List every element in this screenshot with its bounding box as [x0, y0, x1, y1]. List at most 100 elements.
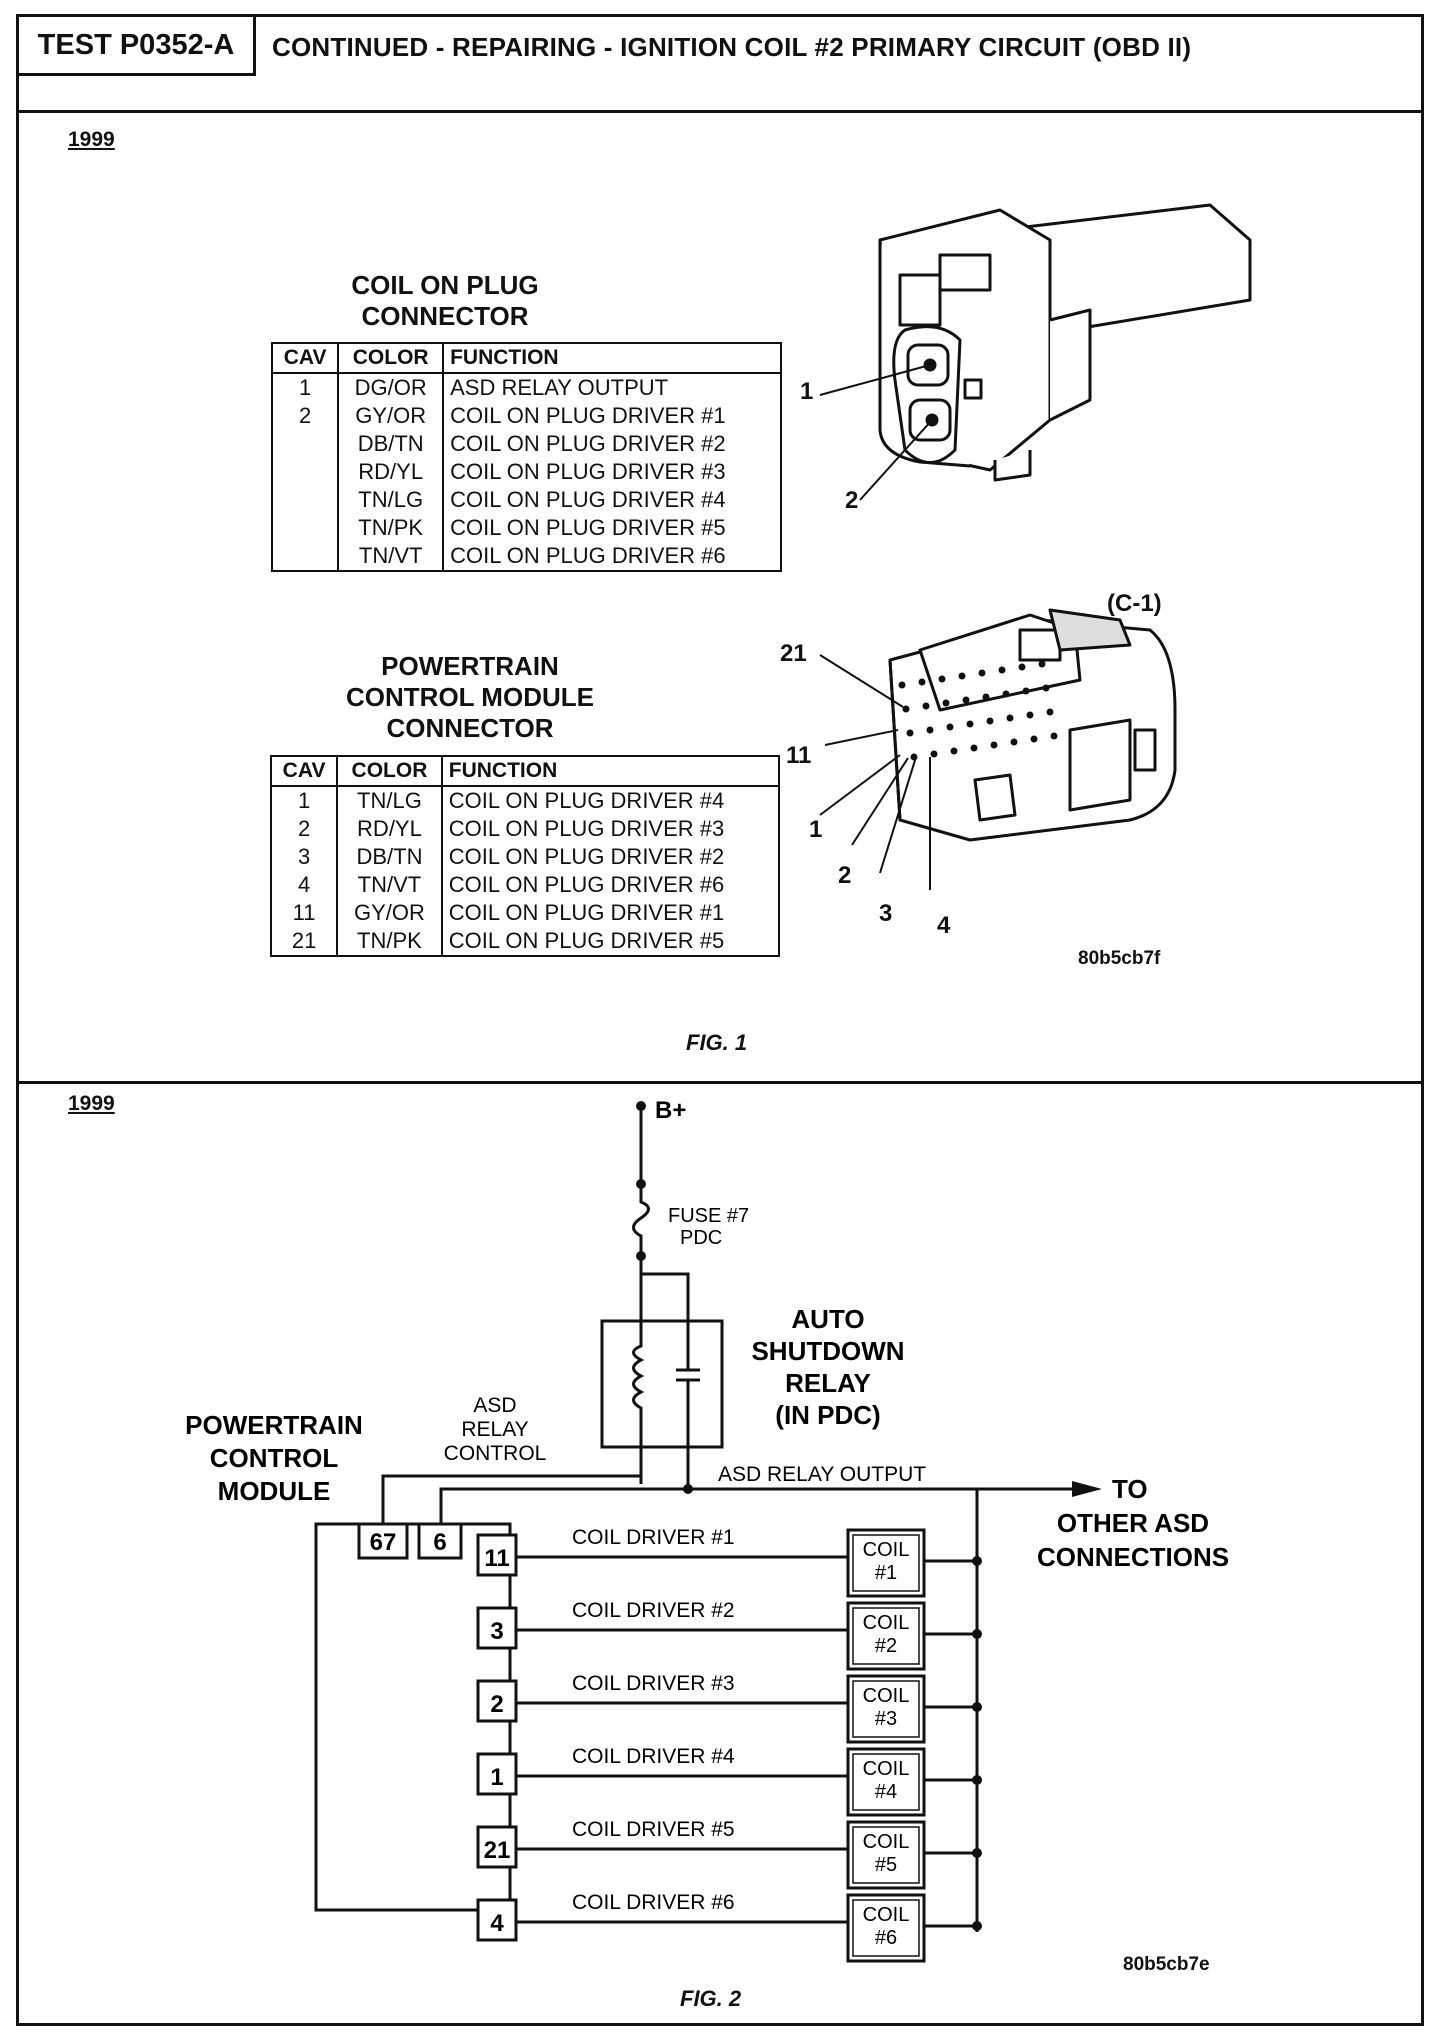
pcm-connector-title-line3: CONNECTOR: [386, 713, 554, 743]
connector-pin-dot: [970, 744, 978, 752]
fig2-year: 1999: [68, 1092, 115, 1115]
connector-pin-dot: [946, 723, 954, 731]
to-label-line3: CONNECTIONS: [1037, 1542, 1229, 1572]
connector-pin-dot: [1050, 732, 1058, 740]
connector-pin-dot: [926, 726, 934, 734]
driver-pin-number: 4: [490, 1910, 504, 1937]
cell-color: GY/OR: [337, 899, 443, 927]
cell-function: COIL ON PLUG DRIVER #4: [450, 487, 726, 512]
connector-pin-dot: [898, 681, 906, 689]
table-header-row: CAV COLOR FUNCTION: [272, 343, 781, 374]
col-header-function: FUNCTION: [441, 756, 779, 787]
table-header-row: CAV COLOR FUNCTION: [271, 756, 779, 787]
pcm-label-line2: CONTROL: [210, 1443, 339, 1473]
cell-cav: [272, 486, 340, 514]
driver-pin-number: 1: [490, 1764, 503, 1791]
cell-cav: 2: [271, 815, 339, 843]
connector-pin-dot: [986, 717, 994, 725]
driver-pin-box: [476, 1752, 518, 1796]
pcm-connector-title-line1: POWERTRAIN: [381, 651, 559, 681]
cell-cav: [272, 514, 340, 542]
coil-box: [846, 1674, 926, 1744]
coil-box: [846, 1747, 926, 1817]
pcm-pin-label-21: 21: [780, 640, 807, 667]
coil-connector-drawing: [878, 203, 1252, 482]
driver-pin-number: 11: [484, 1545, 509, 1572]
driver-label: COIL DRIVER #6: [572, 1891, 735, 1914]
connector-pin-dot: [1010, 738, 1018, 746]
arrow-right-icon: [1072, 1481, 1102, 1497]
coil-number: #5: [875, 1854, 897, 1876]
cell-color: TN/VT: [337, 871, 443, 899]
driver-pin-number: 2: [490, 1691, 503, 1718]
relay-label-line3: RELAY: [785, 1368, 871, 1398]
pcm-pin-label-1: 1: [809, 816, 823, 843]
coil-number: #6: [875, 1927, 897, 1949]
driver-pin-box: [476, 1679, 518, 1723]
coil-number: #3: [875, 1708, 897, 1730]
fig1-code: 80b5cb7f: [1078, 948, 1161, 969]
pcm-pin-label-3: 3: [879, 900, 893, 927]
pcm-connector-title-line2: CONTROL MODULE: [346, 682, 594, 712]
cell-function: COIL ON PLUG DRIVER #2: [448, 844, 725, 869]
connector-pin-dot: [942, 699, 950, 707]
driver-label: COIL DRIVER #1: [572, 1526, 735, 1549]
cell-color: DB/TN: [337, 843, 443, 871]
connector-pin-dot: [930, 750, 938, 758]
connector-pin-dot: [918, 678, 926, 686]
coil-word: COIL: [863, 1539, 910, 1561]
bplus-label: B+: [655, 1097, 686, 1124]
test-id-badge: TEST P0352-A: [16, 14, 256, 76]
pcm-pin-6: 6: [433, 1529, 446, 1556]
bus-junction: [972, 1702, 982, 1712]
cell-cav: 4: [271, 871, 339, 899]
coil-box: [846, 1528, 926, 1598]
connector-pin-dot: [906, 729, 914, 737]
cell-cav: 2: [272, 402, 340, 430]
figure-divider: [16, 1081, 1424, 1084]
driver-label: COIL DRIVER #3: [572, 1672, 735, 1695]
pcm-pin-67-box: [357, 1522, 409, 1560]
connector-pin-dot: [978, 669, 986, 677]
header-divider: [16, 110, 1424, 113]
bus-junction: [972, 1629, 982, 1639]
cell-cav: 21: [271, 927, 339, 956]
connector-pin-dot: [990, 741, 998, 749]
fig1-caption: FIG. 1: [686, 1030, 748, 1055]
driver-label: COIL DRIVER #5: [572, 1818, 735, 1841]
pcm-pin-label-11: 11: [786, 742, 812, 769]
bus-junction: [972, 1848, 982, 1858]
pcm-pin-leaders: [819, 654, 931, 890]
bus-junction: [972, 1556, 982, 1566]
coil-box-inner: [852, 1753, 920, 1811]
cell-color: RD/YL: [337, 815, 443, 843]
coil-box-inner: [852, 1826, 920, 1884]
coil-box: [846, 1893, 926, 1963]
driver-label: COIL DRIVER #4: [572, 1745, 735, 1768]
coil-pin-leaders: [819, 364, 933, 501]
coil-pin-label-1: 1: [800, 378, 814, 405]
coil-box-inner: [852, 1607, 920, 1665]
to-label-line1: TO: [1112, 1474, 1148, 1504]
connector-pin-dot: [1022, 687, 1030, 695]
cell-function: COIL ON PLUG DRIVER #4: [448, 788, 725, 813]
connector-pin-dot: [1030, 735, 1038, 743]
connector-pin-dot: [1006, 714, 1014, 722]
fuse-label-line2: PDC: [680, 1227, 722, 1249]
cell-cav: [272, 542, 340, 571]
asd-relay-box: [600, 1319, 724, 1449]
coil-word: COIL: [863, 1904, 910, 1926]
driver-label: COIL DRIVER #2: [572, 1599, 735, 1622]
cell-function: COIL ON PLUG DRIVER #5: [450, 515, 726, 540]
relay-label-line4: (IN PDC): [775, 1400, 880, 1430]
bus-junction: [972, 1775, 982, 1785]
asd-control-line2: RELAY: [461, 1418, 528, 1441]
fuse-symbol: [632, 1184, 650, 1256]
